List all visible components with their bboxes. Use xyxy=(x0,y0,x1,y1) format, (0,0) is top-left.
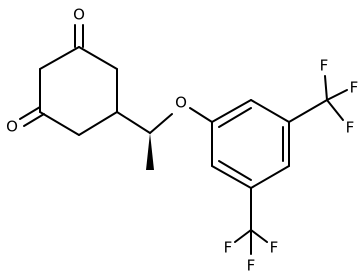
methyl-wedge-bond xyxy=(146,133,154,170)
chiral-to-ether-bond xyxy=(149,113,173,134)
oxygen-atom-ether: O xyxy=(175,94,187,112)
cyclohexanedione-ring xyxy=(39,46,118,136)
fluorine-atom-1: F xyxy=(320,57,329,75)
benzene-ring xyxy=(211,99,290,189)
oxygen-atom-ketone-top: O xyxy=(73,6,85,24)
ketone-left-bond xyxy=(19,106,45,127)
ether-to-aryl-bond xyxy=(189,107,213,123)
ketone-top-bond xyxy=(74,24,84,48)
fluorine-atom-3: F xyxy=(346,119,355,137)
ring-to-chiral-bond xyxy=(116,111,151,134)
fluorine-atom-5: F xyxy=(270,239,279,257)
cf3-upper xyxy=(288,75,348,123)
oxygen-atom-ketone-left: O xyxy=(6,118,18,136)
fluorine-atom-4: F xyxy=(224,239,233,257)
fluorine-atom-6: F xyxy=(247,257,256,275)
fluorine-atom-2: F xyxy=(350,79,359,97)
cf3-lower xyxy=(234,187,268,255)
